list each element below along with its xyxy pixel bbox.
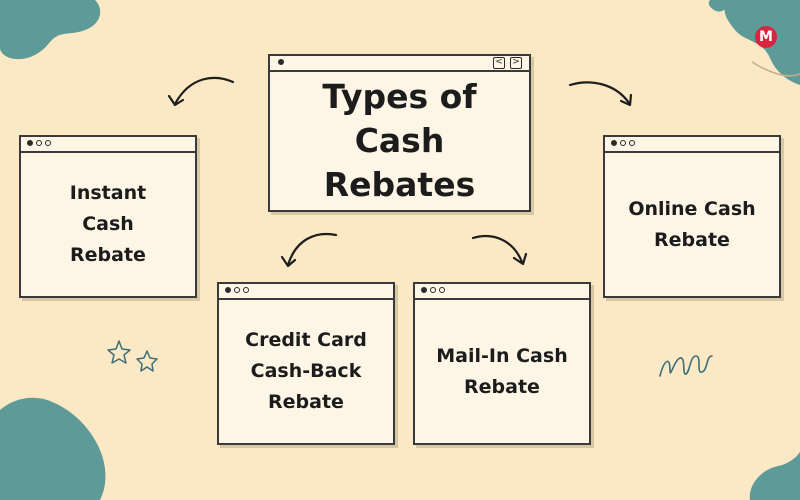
node-titlebar bbox=[415, 284, 589, 300]
node-label-line: Rebate bbox=[654, 228, 730, 251]
window-dot-icon bbox=[45, 140, 51, 146]
node-label: Mail-In Cash Rebate bbox=[436, 341, 567, 403]
window-dot-icon bbox=[421, 287, 427, 293]
title-line: Rebates bbox=[323, 165, 476, 204]
window-dot-icon bbox=[430, 287, 436, 293]
arrow-to-credit-icon bbox=[280, 233, 338, 268]
arrow-to-instant-icon bbox=[167, 76, 235, 107]
node-label-line: Online Cash bbox=[628, 197, 756, 220]
node-label-line: Rebate bbox=[268, 391, 344, 413]
node-label: Online Cash Rebate bbox=[628, 194, 755, 256]
node-titlebar bbox=[219, 284, 393, 300]
window-dot-icon bbox=[243, 287, 249, 293]
window-dot-icon bbox=[439, 287, 445, 293]
blob-top-right bbox=[708, 0, 800, 85]
window-dot-icon bbox=[27, 140, 33, 146]
node-instant-cash-rebate: Instant Cash Rebate bbox=[19, 135, 197, 298]
window-dot-icon bbox=[278, 59, 284, 65]
node-online-cash-rebate: Online Cash Rebate bbox=[603, 135, 781, 298]
arrow-to-mailin-icon bbox=[471, 234, 528, 266]
title-window-titlebar: < > bbox=[270, 56, 529, 72]
node-label-line: Credit Card bbox=[245, 329, 367, 351]
back-arrow-icon: < bbox=[493, 57, 505, 69]
window-dot-icon bbox=[620, 140, 626, 146]
forward-arrow-icon: > bbox=[510, 57, 522, 69]
title-line: Types of bbox=[322, 77, 477, 116]
title-window: < > Types of Cash Rebates bbox=[268, 54, 531, 212]
node-titlebar bbox=[605, 137, 779, 153]
window-dot-icon bbox=[234, 287, 240, 293]
squiggle-doodle-icon bbox=[659, 355, 713, 377]
arrow-to-online-icon bbox=[568, 81, 633, 107]
node-label-line: Cash-Back bbox=[250, 360, 362, 382]
diagram-title: Types of Cash Rebates bbox=[322, 75, 476, 207]
window-dot-icon bbox=[629, 140, 635, 146]
window-dot-icon bbox=[36, 140, 42, 146]
blob-top-left bbox=[0, 0, 101, 60]
node-label-line: Rebate bbox=[464, 375, 540, 398]
node-mail-in-cash-rebate: Mail-In Cash Rebate bbox=[413, 282, 591, 445]
node-label-line: Cash bbox=[82, 213, 134, 235]
node-credit-card-cash-back-rebate: Credit Card Cash-Back Rebate bbox=[217, 282, 395, 445]
node-label-line: Mail-In Cash bbox=[436, 344, 568, 367]
window-dot-icon bbox=[225, 287, 231, 293]
star-doodle-icon bbox=[107, 340, 158, 372]
node-label-line: Instant bbox=[69, 182, 147, 204]
brand-logo: M bbox=[755, 26, 777, 48]
node-label: Instant Cash Rebate bbox=[70, 178, 146, 271]
node-titlebar bbox=[21, 137, 195, 153]
title-line: Cash bbox=[354, 121, 445, 160]
node-label-line: Rebate bbox=[70, 244, 146, 266]
blob-bottom-right bbox=[749, 452, 800, 500]
blob-bottom-left bbox=[0, 397, 106, 500]
window-dot-icon bbox=[611, 140, 617, 146]
node-label: Credit Card Cash-Back Rebate bbox=[245, 325, 367, 418]
